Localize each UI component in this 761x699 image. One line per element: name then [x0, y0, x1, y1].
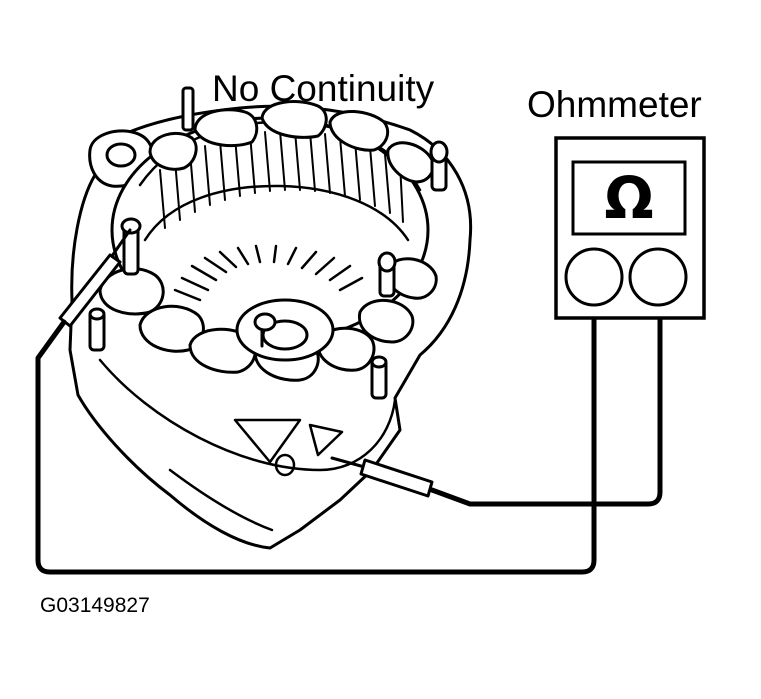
- diagram-title: No Continuity: [212, 68, 435, 109]
- ohmmeter-icon: [554, 136, 706, 320]
- figure-id: G03149827: [40, 594, 150, 617]
- test-probe-icon: [330, 315, 663, 507]
- alternator-stator-drawing: [68, 86, 473, 550]
- ohmmeter-display: [571, 160, 687, 236]
- test-probe-icon: [35, 228, 597, 575]
- ohmmeter-jack-left: [564, 247, 624, 307]
- ohm-symbol: Ω: [604, 164, 654, 232]
- ohmmeter-label: Ohmmeter: [527, 84, 702, 125]
- stator-lead-terminals: [88, 86, 449, 400]
- test-leads: [35, 228, 663, 575]
- red-lead-wire: [429, 315, 663, 507]
- ohmmeter-jack-right: [628, 247, 688, 307]
- black-lead-wire: [35, 315, 597, 575]
